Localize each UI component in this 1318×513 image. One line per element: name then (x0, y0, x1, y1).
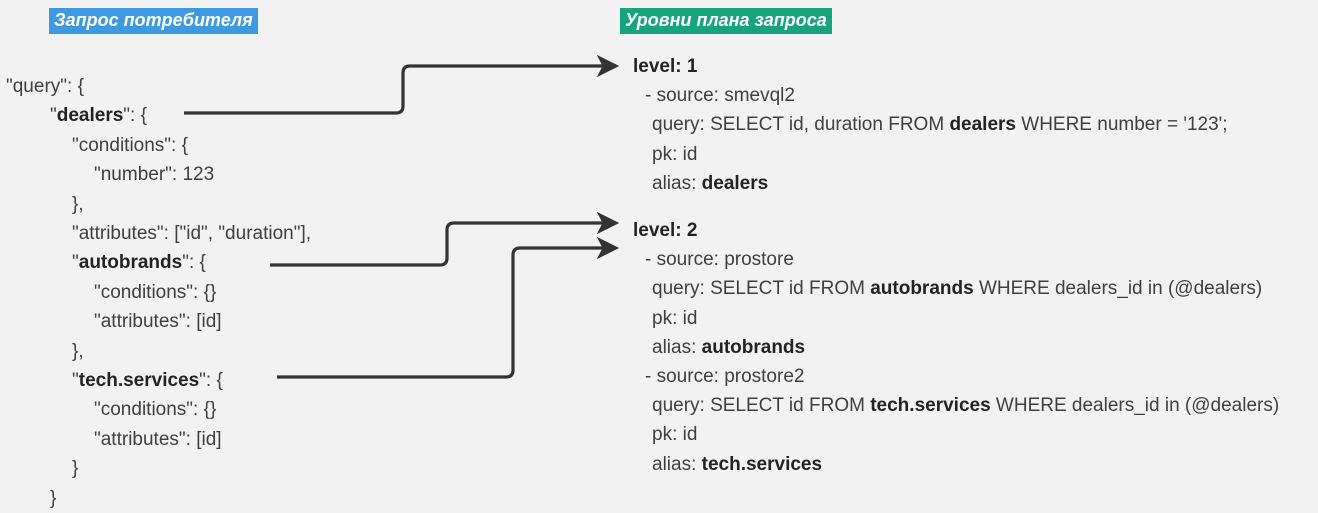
plan-source-line: - source: smevql2 (645, 85, 795, 107)
consumer-query-json: "query": { "dealers": { "conditions": { "nu… (6, 72, 311, 513)
json-line: "dealers": { (50, 105, 147, 127)
plan-query-line: query: SELECT id FROM autobrands WHERE d… (652, 278, 1263, 300)
json-line: "query": { (6, 76, 84, 97)
connector-autobrands-to-level-2 (270, 211, 620, 267)
json-line: "attributes": ["id", "duration"], (72, 223, 312, 245)
query-plan-levels-list: level: 1 - source: smevql2 query: SELECT i… (633, 52, 1279, 479)
plan-source-line: - source: prostore2 (645, 366, 805, 388)
plan-alias-line: alias: autobrands (652, 336, 806, 358)
json-line: "number": 123 (94, 164, 215, 186)
plan-alias-line: alias: tech.services (652, 453, 823, 475)
plan-pk-line: pk: id (652, 307, 698, 329)
json-line: "conditions": {} (94, 281, 217, 303)
plan-pk-line: pk: id (652, 143, 698, 165)
json-line: } (50, 487, 57, 509)
plan-query-line: query: SELECT id, duration FROM dealers … (652, 114, 1228, 136)
json-line: }, (72, 340, 84, 362)
plan-source-line: - source: prostore (645, 249, 794, 271)
plan-level-title: level: 1 (633, 56, 698, 77)
plan-pk-line: pk: id (652, 424, 698, 446)
json-line: "attributes": [id] (94, 428, 222, 450)
json-line: }, (72, 193, 84, 215)
plan-level-title: level: 2 (633, 220, 698, 242)
plan-alias-line: alias: dealers (652, 172, 769, 194)
json-line: "autobrands": { (72, 252, 206, 274)
json-line: "attributes": [id] (94, 311, 222, 333)
plan-query-line: query: SELECT id FROM tech.services WHER… (652, 395, 1280, 417)
json-line: "conditions": {} (94, 399, 217, 421)
level-gap (633, 198, 1279, 216)
consumer-query-header: Запрос потребителя (49, 8, 258, 34)
json-line: "conditions": { (72, 134, 188, 156)
connector-tech-services-to-level-2 (277, 236, 620, 379)
query-plan-levels-header: Уровни плана запроса (620, 8, 832, 34)
json-line: "tech.services": { (72, 370, 223, 392)
json-line: } (72, 458, 79, 480)
